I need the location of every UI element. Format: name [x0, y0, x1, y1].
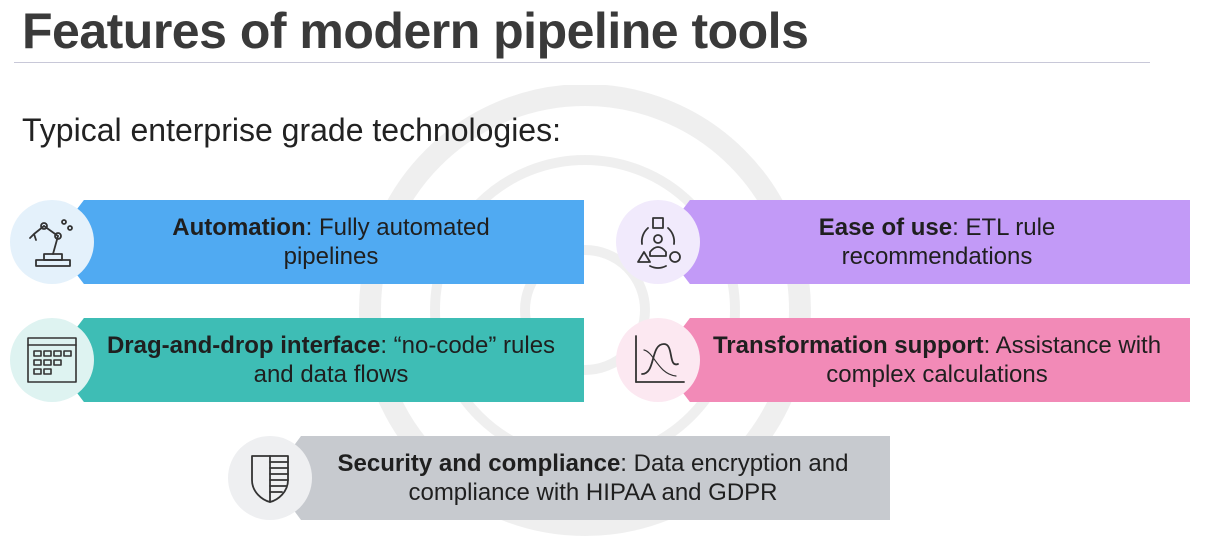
- feature-banner: Transformation support: Assistance with …: [658, 318, 1190, 402]
- slide-title: Features of modern pipeline tools: [22, 3, 809, 59]
- feature-icon-badge: [616, 318, 700, 402]
- title-divider: [14, 62, 1150, 63]
- feature-card-security-compliance: Security and compliance: Data encryption…: [270, 436, 890, 520]
- feature-text: Transformation support: Assistance with …: [658, 331, 1190, 389]
- feature-icon-badge: [228, 436, 312, 520]
- feature-separator: :: [952, 214, 959, 241]
- slide-subtitle: Typical enterprise grade technologies:: [22, 112, 561, 148]
- feature-card-transformation-support: Transformation support: Assistance with …: [658, 318, 1190, 402]
- feature-title: Security and compliance: [337, 450, 621, 477]
- feature-description: Assistance with complex calculations: [826, 332, 1162, 388]
- feature-title: Automation: [172, 214, 306, 241]
- feature-icon-badge: [616, 200, 700, 284]
- feature-title: Ease of use: [818, 214, 953, 241]
- feature-banner: Automation: Fully automated pipelines: [52, 200, 584, 284]
- feature-text: Ease of use: ETL rule recommendations: [702, 213, 1146, 271]
- feature-card-automation: Automation: Fully automated pipelines: [52, 200, 584, 284]
- feature-banner: Security and compliance: Data encryption…: [270, 436, 890, 520]
- feature-separator: :: [620, 450, 627, 477]
- feature-description: “no-code” rules and data flows: [253, 332, 556, 388]
- user-shapes-cycle-icon: [616, 200, 700, 284]
- curve-graph-icon: [616, 318, 700, 402]
- feature-card-drag-and-drop: Drag-and-drop interface: “no-code” rules…: [52, 318, 584, 402]
- feature-separator: :: [983, 332, 991, 359]
- feature-icon-badge: [10, 200, 94, 284]
- feature-description: Fully automated pipelines: [283, 214, 490, 270]
- feature-banner: Ease of use: ETL rule recommendations: [658, 200, 1190, 284]
- feature-text: Drag-and-drop interface: “no-code” rules…: [52, 331, 584, 389]
- feature-text: Automation: Fully automated pipelines: [96, 213, 540, 271]
- feature-separator: :: [380, 332, 387, 359]
- feature-description: Data encryption and compliance with HIPA…: [408, 450, 849, 506]
- feature-card-ease-of-use: Ease of use: ETL rule recommendations: [658, 200, 1190, 284]
- robotic-arm-icon: [10, 200, 94, 284]
- feature-icon-badge: [10, 318, 94, 402]
- feature-description: ETL rule recommendations: [841, 214, 1056, 270]
- shield-icon: [228, 436, 312, 520]
- drag-drop-grid-icon: [10, 318, 94, 402]
- feature-text: Security and compliance: Data encryption…: [273, 449, 887, 507]
- feature-title: Drag-and-drop interface: [106, 332, 381, 359]
- feature-separator: :: [305, 214, 313, 241]
- feature-title: Transformation support: [712, 332, 984, 359]
- feature-banner: Drag-and-drop interface: “no-code” rules…: [52, 318, 584, 402]
